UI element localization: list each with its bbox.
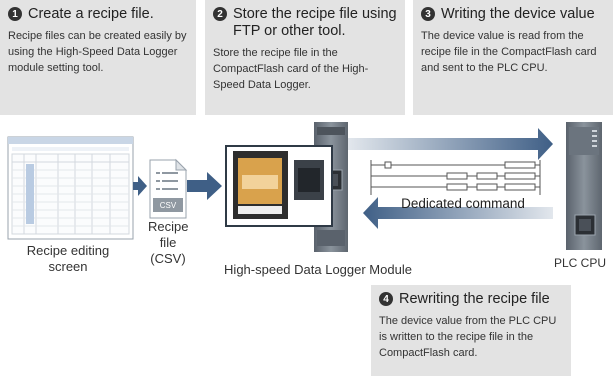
plc-cpu-label: PLC CPU	[553, 256, 606, 270]
step-2-body: Store the recipe file in the CompactFlas…	[213, 47, 369, 91]
step-3-number: 3	[421, 7, 435, 21]
recipe-file-label: Recipe file (CSV)	[148, 219, 189, 266]
dedicated-command-label: Dedicated command	[401, 196, 525, 211]
logger-module-label: High-speed Data Logger Module	[224, 262, 412, 277]
step-4-body: The device value from the PLC CPU is wri…	[379, 315, 557, 359]
step-3-body: The device value is read from the recipe…	[421, 30, 597, 74]
step-4-number: 4	[379, 292, 393, 306]
recipe-editing-screen-label: Recipe editing screen	[26, 243, 110, 274]
csv-badge: CSV	[159, 201, 177, 210]
step-2-number: 2	[213, 7, 227, 21]
spreadsheet-window-icon	[7, 136, 134, 240]
csv-file-icon	[149, 158, 188, 219]
ladder-program-icon	[370, 160, 541, 195]
arrow-rewrite-to-module	[363, 197, 553, 229]
arrow-file-to-card	[187, 172, 222, 200]
arrow-screen-to-file	[133, 176, 147, 196]
step-1-number: 1	[8, 7, 22, 21]
step-1-body: Recipe files can be created easily by us…	[8, 30, 187, 74]
arrow-write-to-plc	[348, 128, 553, 160]
plc-cpu-icon	[566, 122, 602, 250]
cf-card-icon	[225, 145, 333, 227]
